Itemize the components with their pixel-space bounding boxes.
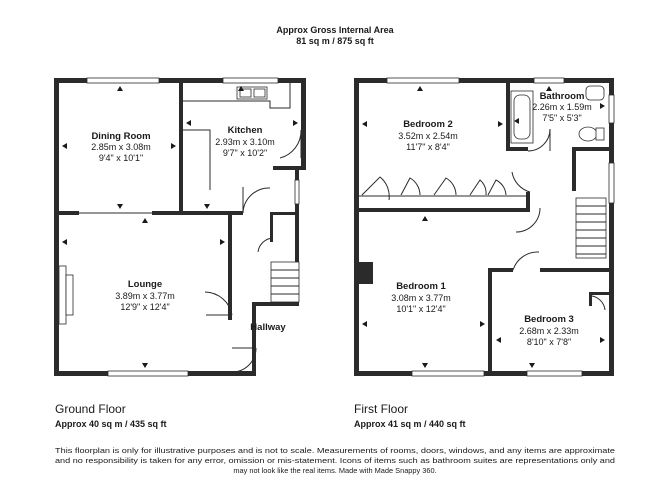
gf-wall-porch-top [252, 302, 299, 306]
disclaimer-line-3: may not look like the real items. Made w… [233, 466, 436, 475]
toilet-cistern [595, 127, 605, 141]
gf-door-hall-lounge [204, 291, 233, 316]
room-name-bedroom1: Bedroom 1 [396, 281, 446, 292]
gf-wall-top [54, 78, 306, 83]
first-floor-area: Approx 41 sq m / 440 sq ft [354, 419, 466, 429]
ground-floor-label: Ground Floor [55, 402, 126, 416]
ff-cupboard-wall-b [589, 292, 592, 306]
ff-window-bath [533, 77, 565, 84]
ff-cupboard-wall [589, 292, 609, 295]
gf-window-kitchen [222, 77, 279, 84]
first-floor-label: First Floor [354, 402, 408, 416]
room-imperial-bathroom: 7'5" x 5'3" [542, 113, 581, 123]
ff-bed2-bottom [359, 208, 529, 212]
gross-area-value: 81 sq m / 875 sq ft [296, 36, 374, 46]
gf-wall-dining-kitchen [179, 83, 183, 213]
ground-floor-plan: Dining Room 2.85m x 3.08m 9'4" x 10'1" K… [54, 77, 306, 377]
gf-cupboard-top [270, 212, 299, 215]
gf-door-front [231, 347, 257, 373]
ff-bath-bottom-b [572, 147, 609, 151]
gf-wall-lounge-hall [228, 215, 232, 320]
gf-wall-kitchen-step [273, 166, 306, 170]
gf-wall-dining-lounge-a [59, 211, 79, 215]
fireplace-icon [58, 265, 67, 325]
room-name-bedroom2: Bedroom 2 [403, 119, 453, 130]
ff-wall-top [354, 78, 614, 83]
disclaimer-line-1: This floorplan is only for illustrative … [55, 446, 615, 455]
ff-wardrobe-doors [359, 176, 526, 201]
room-metric-kitchen: 2.93m x 3.10m [215, 137, 275, 147]
ff-window-bed3 [526, 370, 583, 377]
gf-worktop [183, 83, 291, 109]
gf-window-lounge [107, 370, 189, 377]
gf-window-hall [294, 179, 300, 205]
toilet-icon [578, 126, 598, 142]
ff-window-bath-side [608, 94, 615, 124]
room-imperial-kitchen: 9'7" x 10'2" [223, 148, 267, 158]
room-name-bedroom3: Bedroom 3 [524, 314, 574, 325]
gf-wall-left [54, 78, 59, 375]
gf-wall-dining-lounge-b [152, 211, 183, 215]
room-name-hallway: Hallway [250, 322, 286, 333]
ff-stairs [575, 197, 607, 259]
ff-bed3-top-b [540, 268, 609, 272]
room-metric-bedroom3: 2.68m x 2.33m [519, 326, 579, 336]
room-name-dining: Dining Room [91, 131, 150, 142]
ff-window-landing [608, 162, 615, 204]
room-name-lounge: Lounge [128, 279, 162, 290]
room-name-bathroom: Bathroom [540, 91, 585, 102]
gross-area-title: Approx Gross Internal Area [276, 25, 394, 35]
ff-window-bed1 [411, 370, 485, 377]
room-metric-bedroom2: 3.52m x 2.54m [398, 131, 458, 141]
room-imperial-bedroom3: 8'10" x 7'8" [527, 337, 571, 347]
ff-door-bed2 [511, 171, 531, 193]
room-imperial-bedroom2: 11'7" x 8'4" [406, 142, 450, 152]
room-metric-bedroom1: 3.08m x 3.77m [391, 293, 451, 303]
ff-door-bed3 [512, 251, 540, 271]
gf-stairs [270, 261, 300, 303]
ff-door-cupboard [591, 295, 606, 311]
gf-cupboard-left [270, 212, 273, 242]
kitchen-sink-bowl-b [253, 88, 266, 98]
gf-wall-right-upper [301, 78, 306, 170]
fireplace-hearth [65, 274, 74, 316]
first-floor-plan: Bedroom 2 3.52m x 2.54m 11'7" x 8'4" Bat… [354, 77, 615, 377]
gf-door-kitchen-side [279, 129, 302, 159]
ff-bed3-top-a [488, 268, 513, 272]
gf-window-dining [86, 77, 160, 84]
gf-wall-porch [252, 302, 256, 376]
gf-wall-right-lower [295, 166, 299, 306]
disclaimer-line-2: and no responsibility is taken for any e… [55, 456, 615, 465]
ff-bed2-corner [526, 192, 530, 212]
kitchen-sink-bowl-a [239, 88, 252, 98]
ff-window-bed2 [386, 77, 460, 84]
ff-chimney [359, 262, 373, 284]
ff-wall-left [354, 78, 359, 375]
ff-wall-right [609, 78, 614, 375]
room-name-kitchen: Kitchen [228, 125, 263, 136]
room-metric-dining: 2.85m x 3.08m [91, 142, 151, 152]
room-imperial-dining: 9'4" x 10'1" [99, 153, 143, 163]
bathtub-inner [513, 94, 531, 140]
gf-wall-kitchen-bottom [183, 211, 243, 215]
gf-door-cupboard [257, 237, 274, 253]
ff-bath-bottom-a [506, 147, 528, 151]
room-metric-lounge: 3.89m x 3.77m [115, 291, 175, 301]
room-metric-bathroom: 2.26m x 1.59m [532, 102, 592, 112]
ground-floor-area: Approx 40 sq m / 435 sq ft [55, 419, 167, 429]
room-imperial-lounge: 12'9" x 12'4" [120, 302, 169, 312]
gf-door-kitchen-hall [242, 187, 271, 214]
room-imperial-bedroom1: 10'1" x 12'4" [396, 304, 445, 314]
ff-door-bed1 [515, 207, 541, 233]
gf-kitchen-counter [183, 129, 211, 190]
ff-bed1-bed3 [488, 268, 492, 371]
ff-bath-left [506, 83, 510, 151]
ff-landing-wall [572, 151, 576, 191]
washbasin-icon [585, 85, 605, 101]
